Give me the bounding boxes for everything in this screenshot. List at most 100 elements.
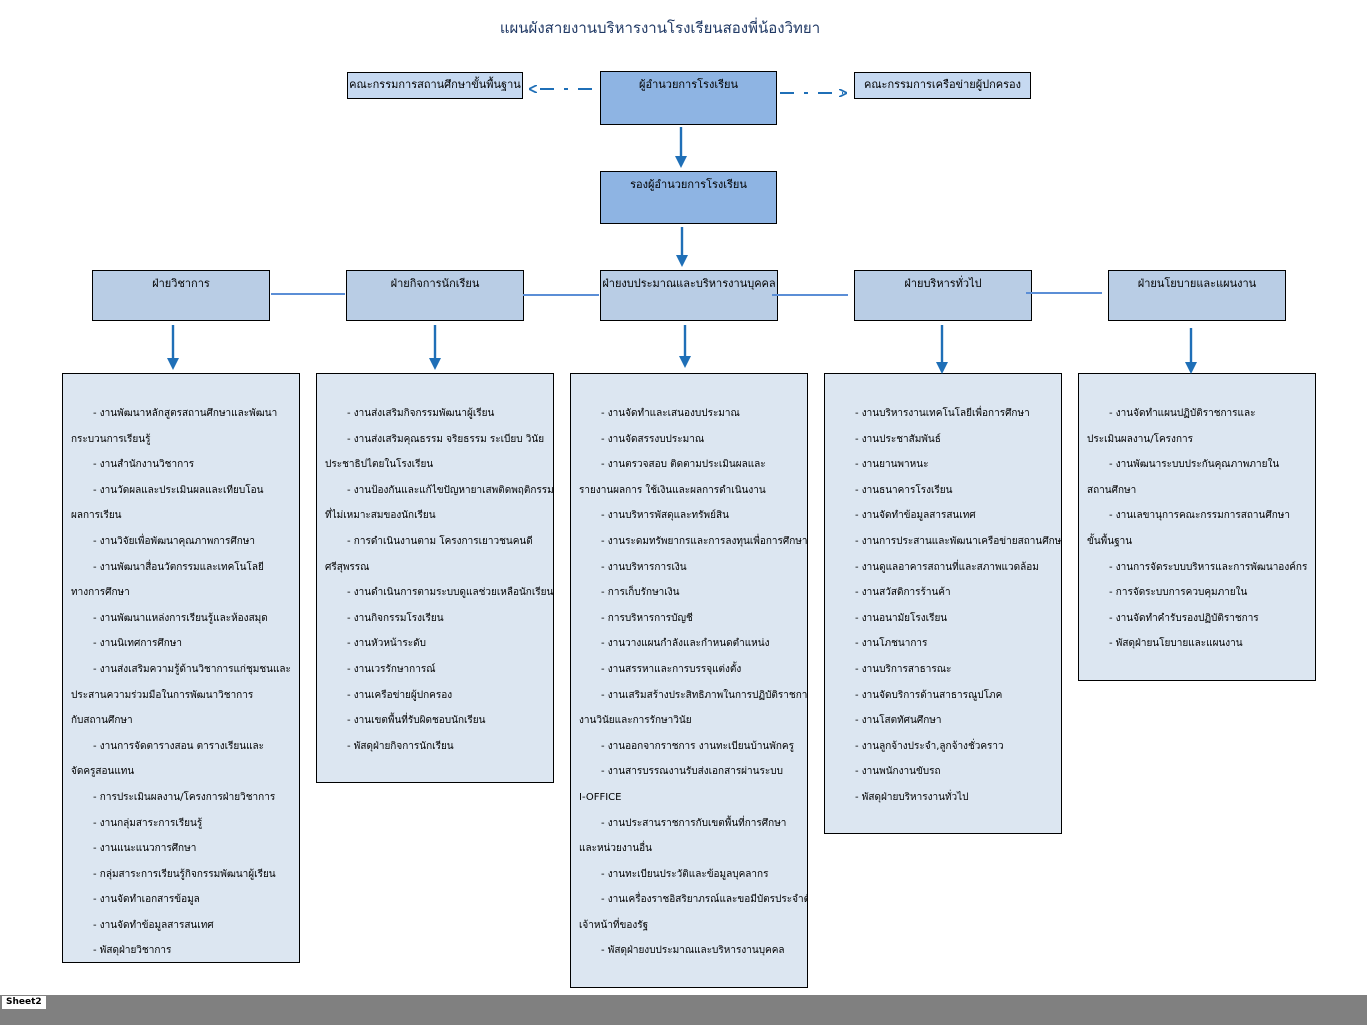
basic-education-committee-label: คณะกรรมการสถานศึกษาขั้นพื้นฐาน xyxy=(349,78,521,91)
task-line: - งานธนาคารโรงเรียน xyxy=(855,484,953,496)
task-line: งานวินัยและการรักษาวินัย xyxy=(579,715,692,727)
task-line: - พัสดุฝ่ายงบประมาณและบริหารงานบุคคล xyxy=(601,945,785,957)
policy-planning-task-list: - งานจัดทำแผนปฏิบัติราชการและประเมินผลงา… xyxy=(1087,401,1308,657)
task-line: - งานกิจกรรมโรงเรียน xyxy=(347,612,444,624)
task-line: - งานเลขานุการคณะกรรมการสถานศึกษา xyxy=(1109,510,1290,522)
task-line: - งานแนะแนวการศึกษา xyxy=(93,843,197,855)
task-line: - งานป้องกันและแก้ไขปัญหายาเสพติดพฤติกรร… xyxy=(347,484,554,496)
task-line: - งานจัดทำเอกสารข้อมูล xyxy=(93,894,200,906)
task-line: - งานจัดทำคำรับรองปฏิบัติราชการ xyxy=(1109,612,1259,624)
task-line: - งานพัฒนาสื่อนวัตกรรมและเทคโนโลยี xyxy=(93,561,264,573)
dept-general-admin-label: ฝ่ายบริหารทั่วไป xyxy=(904,277,982,290)
task-line: ประเมินผลงาน/โครงการ xyxy=(1087,433,1193,445)
task-line: - งานตรวจสอบ ติดตามประเมินผลและ xyxy=(601,459,766,471)
task-line: - งานยานพาหนะ xyxy=(855,459,929,471)
task-line: - งานจัดบริการด้านสาธารณูปโภค xyxy=(855,689,1003,701)
task-line: จัดครูสอนแทน xyxy=(71,766,135,778)
budget-personnel-task-list: - งานจัดทำและเสนองบประมาณ - งานจัดสรรงบปร… xyxy=(579,401,808,964)
dept-academic-label: ฝ่ายวิชาการ xyxy=(152,277,210,290)
dept-policy-planning-box: ฝ่ายนโยบายและแผนงาน xyxy=(1108,270,1286,321)
task-line: - การบริหารการบัญชี xyxy=(601,612,693,624)
task-line: - งานพนักงานขับรถ xyxy=(855,766,941,778)
task-line: - งานประสานราชการกับเขตพื้นที่การศึกษา xyxy=(601,817,787,829)
task-line: - งานส่งเสริมกิจกรรมพัฒนาผู้เรียน xyxy=(347,408,495,419)
task-line: - พัสดุฝ่ายวิชาการ xyxy=(93,945,172,957)
task-line: ศรีสุพรรณ xyxy=(325,561,370,573)
task-line: - งานบริการสาธารณะ xyxy=(855,663,952,675)
task-line: - งานเครือข่ายผู้ปกครอง xyxy=(347,689,453,701)
task-line: - งานโสตทัศนศึกษา xyxy=(855,715,942,727)
task-line: - งานเขตพื้นที่รับผิดชอบนักเรียน xyxy=(347,715,486,727)
task-line: - งานออกจากราชการ งานทะเบียนบ้านพักครู xyxy=(601,740,794,752)
task-line: - งานโภชนาการ xyxy=(855,638,928,650)
task-line: - งานส่งเสริมคุณธรรม จริยธรรม ระเบียบ วิ… xyxy=(347,433,545,445)
task-line: - งานวิจัยเพื่อพัฒนาคุณภาพการศึกษา xyxy=(93,535,255,547)
task-line: กับสถานศึกษา xyxy=(71,715,133,727)
task-line: - งานสรรหาและการบรรจุแต่งตั้ง xyxy=(601,663,742,675)
task-line: - งานเครื่องราชอิสริยาภรณ์และขอมีบัตรประ… xyxy=(601,894,808,906)
task-line: - การประเมินผลงาน/โครงการฝ่ายวิชาการ xyxy=(93,791,276,803)
task-line: - งานพัฒนาหลักสูตรสถานศึกษาและพัฒนา xyxy=(93,408,278,419)
dept-student-affairs-box: ฝ่ายกิจการนักเรียน xyxy=(346,270,524,321)
task-line: - งานบริหารการเงิน xyxy=(601,561,687,573)
task-line: ประสานความร่วมมือในการพัฒนาวิชาการ xyxy=(71,689,254,701)
task-line: - งานจัดทำแผนปฏิบัติราชการและ xyxy=(1109,408,1256,419)
task-line: - งานจัดทำและเสนองบประมาณ xyxy=(601,408,740,419)
task-line: - งานจัดทำข้อมูลสารสนเทศ xyxy=(855,510,976,522)
task-line: - พัสดุฝ่ายนโยบายและแผนงาน xyxy=(1109,638,1243,650)
task-line: - กลุ่มสาระการเรียนรู้กิจกรรมพัฒนาผู้เรี… xyxy=(93,868,276,880)
task-line: - งานจัดสรรงบประมาณ xyxy=(601,433,705,445)
task-line: ทางการศึกษา xyxy=(71,587,130,599)
general-admin-task-list: - งานบริหารงานเทคโนโลยีเพื่อการศึกษา- งา… xyxy=(855,401,1062,811)
task-line: - การดำเนินงานตาม โครงการเยาวชนคนดี xyxy=(347,535,533,547)
director-label: ผู้อำนวยการโรงเรียน xyxy=(639,78,738,91)
task-line: - งานสารบรรณงานรับส่งเอกสารผ่านระบบ xyxy=(601,766,783,778)
sheet-tab[interactable]: Sheet2 xyxy=(2,996,46,1009)
task-line: - งานเวรรักษาการณ์ xyxy=(347,663,436,675)
policy-planning-tasks-panel: - งานจัดทำแผนปฏิบัติราชการและประเมินผลงา… xyxy=(1078,373,1316,681)
director-box: ผู้อำนวยการโรงเรียน xyxy=(600,71,777,125)
budget-personnel-tasks-panel: - งานจัดทำและเสนองบประมาณ - งานจัดสรรงบปร… xyxy=(570,373,808,988)
student-affairs-tasks-panel: - งานส่งเสริมกิจกรรมพัฒนาผู้เรียน - งานส่… xyxy=(316,373,554,783)
task-line: - การจัดระบบการควบคุมภายใน xyxy=(1109,587,1248,599)
task-line: - งานวัดผลและประเมินผลและเทียบโอน xyxy=(93,484,264,496)
dept-general-admin-box: ฝ่ายบริหารทั่วไป xyxy=(854,270,1032,321)
general-admin-tasks-panel: - งานบริหารงานเทคโนโลยีเพื่อการศึกษา- งา… xyxy=(824,373,1062,834)
task-line: - พัสดุฝ่ายบริหารงานทั่วไป xyxy=(855,791,969,803)
task-line: รายงานผลการ ใช้เงินและผลการดำเนินงาน xyxy=(579,484,766,496)
dept-policy-planning-label: ฝ่ายนโยบายและแผนงาน xyxy=(1137,277,1257,290)
task-line: - งานประชาสัมพันธ์ xyxy=(855,433,941,445)
task-line: - งานการประสานและพัฒนาเครือข่ายสถานศึกษา xyxy=(855,535,1062,547)
chart-title: แผนผังสายงานบริหารงานโรงเรียนสองพี่น้องว… xyxy=(499,19,821,37)
task-line: - การเก็บรักษาเงิน xyxy=(601,587,680,599)
task-line: I-OFFICE xyxy=(579,791,622,803)
task-line: - งานดูแลอาคารสถานที่และสภาพแวดล้อม xyxy=(855,561,1039,573)
task-line: - งานลูกจ้างประจำ,ลูกจ้างชั่วคราว xyxy=(855,740,1004,752)
task-line: - งานบริหารพัสดุและทรัพย์สิน xyxy=(601,510,729,522)
task-line: - งานการจัดตารางสอน ตารางเรียนและ xyxy=(93,740,265,752)
dept-budget-personnel-label: ฝ่ายงบประมาณและบริหารงานบุคคล xyxy=(602,277,776,290)
parent-network-committee-box: คณะกรรมการเครือข่ายผู้ปกครอง xyxy=(854,72,1031,99)
task-line: - งานการจัดระบบบริหารและการพัฒนาองค์กร xyxy=(1109,561,1308,573)
task-line: - งานส่งเสริมความรู้ด้านวิชาการแก่ชุมชนแ… xyxy=(93,663,291,675)
task-line: ขั้นพื้นฐาน xyxy=(1087,535,1133,547)
task-line: - งานสวัสดิการร้านค้า xyxy=(855,587,951,599)
academic-tasks-panel: - งานพัฒนาหลักสูตรสถานศึกษาและพัฒนากระบว… xyxy=(62,373,300,963)
task-line: - งานพัฒนาแหล่งการเรียนรู้และห้องสมุด xyxy=(93,612,268,624)
task-line: - งานดำเนินการตามระบบดูแลช่วยเหลือนักเรี… xyxy=(347,587,554,599)
task-line: ประชาธิปไตยในโรงเรียน xyxy=(325,459,434,471)
task-line: - งานจัดทำข้อมูลสารสนเทศ xyxy=(93,919,214,931)
basic-education-committee-box: คณะกรรมการสถานศึกษาขั้นพื้นฐาน xyxy=(347,72,523,99)
task-line: ผลการเรียน xyxy=(71,510,122,522)
task-line: - งานสำนักงานวิชาการ xyxy=(93,459,195,471)
task-line: - งานเสริมสร้างประสิทธิภาพในการปฏิบัติรา… xyxy=(601,689,808,701)
deputy-director-box: รองผู้อำนวยการโรงเรียน xyxy=(600,171,777,224)
task-line: และหน่วยงานอื่น xyxy=(579,843,653,855)
dept-academic-box: ฝ่ายวิชาการ xyxy=(92,270,270,321)
sheet-tab-bar xyxy=(0,995,1367,1025)
task-line: ที่ไม่เหมาะสมของนักเรียน xyxy=(325,510,436,522)
task-line: - งานกลุ่มสาระการเรียนรู้ xyxy=(93,817,203,829)
task-line: - งานนิเทศการศึกษา xyxy=(93,638,182,650)
task-line: สถานศึกษา xyxy=(1087,484,1137,496)
